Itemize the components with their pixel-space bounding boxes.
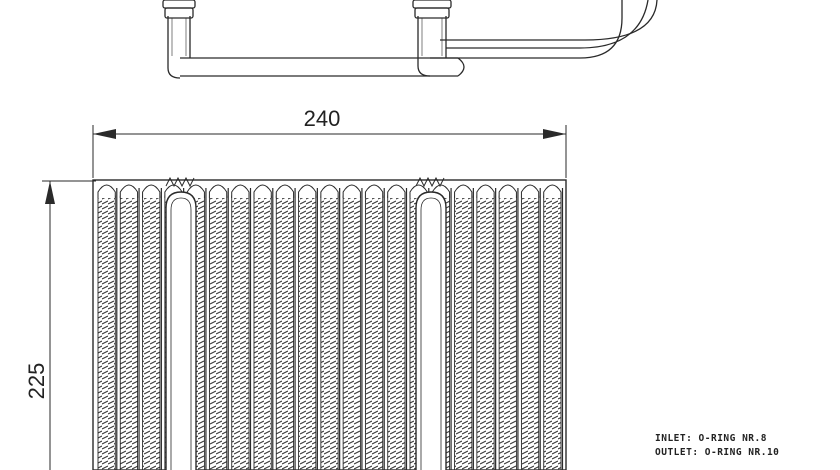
fin-column [320, 184, 341, 470]
outlet-note: OUTLET: O-RING NR.10 [655, 447, 779, 458]
core-outline [92, 179, 567, 470]
inlet-channel [165, 176, 197, 470]
width-dimension [92, 125, 567, 178]
fin-column [231, 184, 252, 470]
fin-column [520, 184, 541, 470]
width-label: 240 [304, 106, 341, 131]
fin-column [208, 184, 229, 470]
fin-column [498, 184, 519, 470]
inlet-note: INLET: O-RING NR.8 [655, 433, 767, 444]
fin-column [454, 184, 474, 470]
outlet-channel [415, 176, 447, 470]
outlet-fitting [412, 0, 452, 77]
fin-column [298, 184, 318, 470]
fin-column [387, 184, 408, 470]
pipe-assembly [162, 0, 658, 79]
return-pipe [430, 0, 649, 59]
fin-column [342, 184, 363, 470]
fin-column [476, 184, 497, 470]
height-label: 225 [24, 363, 49, 400]
fin-column [275, 184, 296, 470]
fin-column [142, 184, 162, 470]
fin-column [543, 184, 564, 470]
evaporator-core [92, 176, 567, 470]
height-dimension [42, 180, 96, 470]
fin-column [253, 184, 274, 470]
o-ring-notes: INLET: O-RING NR.8 OUTLET: O-RING NR.10 [655, 433, 779, 458]
fin-column [364, 184, 385, 470]
fin-column [97, 184, 118, 470]
fin-column [119, 184, 140, 470]
inlet-fitting [162, 0, 196, 79]
